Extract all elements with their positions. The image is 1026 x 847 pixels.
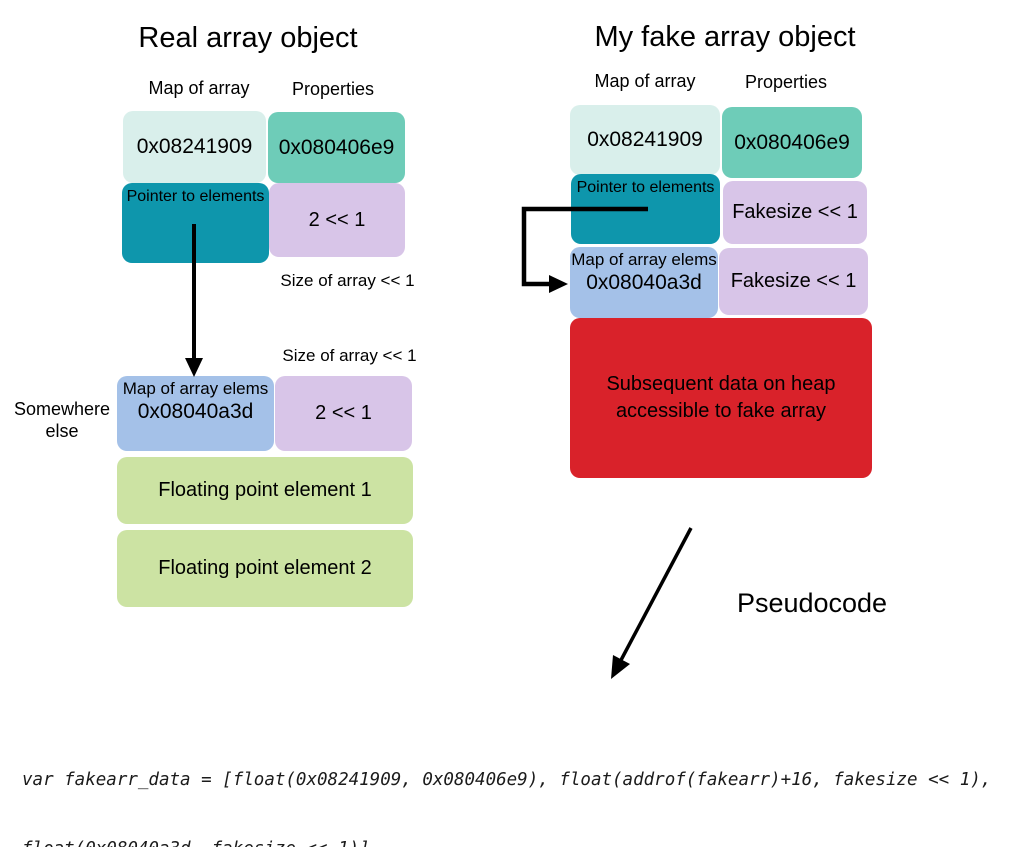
float-element-2-box: Floating point element 2: [117, 530, 413, 607]
real-array-title: Real array object: [138, 22, 358, 54]
real-map-value: 0x08241909: [136, 135, 253, 158]
real-map-box: 0x08241909: [123, 111, 266, 183]
real-size-value: 2 << 1: [308, 208, 366, 231]
somewhere-else-line1: Somewhere: [13, 399, 111, 419]
somewhere-else-line2: else: [45, 421, 79, 441]
float-element-1-box: Floating point element 1: [117, 457, 413, 524]
pseudocode-line-1: var fakearr_data = [float(0x08241909, 0x…: [22, 770, 992, 790]
float-element-1-label: Floating point element 1: [158, 479, 372, 501]
heap-data-label: Subsequent data on heap accessible to fa…: [606, 373, 836, 422]
fake-array-title: My fake array object: [594, 21, 856, 53]
fake-map-elems-box: Map of array elems 0x08040a3d: [570, 247, 718, 318]
fake-map-elems-label: Map of array elems: [571, 250, 717, 269]
elements-size-value: 2 << 1: [315, 402, 372, 424]
heap-data-box: Subsequent data on heap accessible to fa…: [570, 318, 872, 478]
elements-size-caption: Size of array << 1: [282, 346, 417, 365]
fake-map-box: 0x08241909: [570, 105, 720, 175]
real-properties-value: 0x080406e9: [278, 135, 395, 159]
elements-map-label: Map of array elems: [122, 379, 269, 398]
somewhere-else-label: Somewhere else: [12, 398, 112, 442]
fake-size-value-1: Fakesize << 1: [732, 201, 858, 223]
fake-pointer-label: Pointer to elements: [576, 179, 715, 196]
fake-size-box-1: Fakesize << 1: [723, 181, 867, 244]
real-pointer-box: Pointer to elements: [122, 183, 269, 263]
fake-map-elems-value: 0x08040a3d: [586, 271, 702, 294]
fake-size-box-2: Fakesize << 1: [719, 248, 868, 315]
pseudocode-block: var fakearr_data = [float(0x08241909, 0x…: [22, 723, 1024, 847]
real-size-caption: Size of array << 1: [280, 271, 415, 290]
pseudocode-label: Pseudocode: [736, 588, 888, 618]
fake-properties-box: 0x080406e9: [722, 107, 862, 178]
real-size-box: 2 << 1: [269, 183, 405, 257]
elements-map-box: Map of array elems 0x08040a3d: [117, 376, 274, 451]
real-properties-box: 0x080406e9: [268, 112, 405, 183]
elements-size-box: 2 << 1: [275, 376, 412, 451]
real-properties-label: Properties: [291, 79, 375, 99]
float-element-2-label: Floating point element 2: [158, 557, 372, 579]
pseudocode-line-2: float(0x08040a3d, fakesize << 1)]: [22, 838, 1024, 847]
real-map-of-array-label: Map of array: [148, 78, 250, 98]
fake-map-value: 0x08241909: [587, 128, 703, 151]
fake-properties-value: 0x080406e9: [734, 130, 850, 154]
fake-map-of-array-label: Map of array: [594, 71, 696, 91]
fake-properties-label: Properties: [744, 72, 828, 92]
real-pointer-label: Pointer to elements: [126, 188, 265, 205]
fake-size-value-2: Fakesize << 1: [730, 270, 857, 292]
elements-map-value: 0x08040a3d: [137, 400, 254, 423]
pseudocode-arrow: [611, 527, 693, 679]
fake-pointer-box: Pointer to elements: [571, 174, 720, 244]
